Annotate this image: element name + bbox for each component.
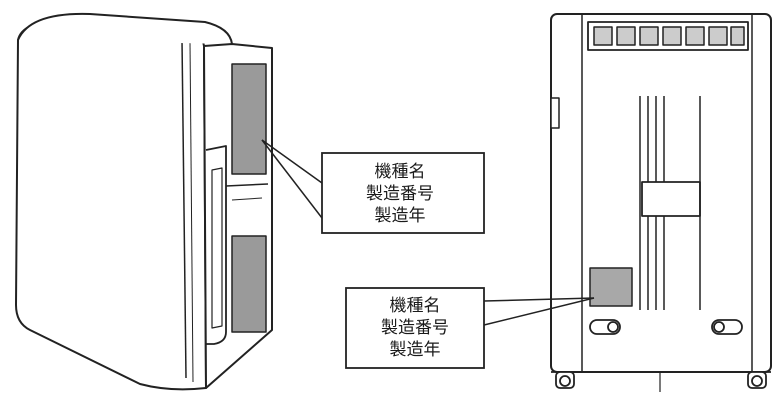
left-unit-lower-grille <box>231 235 267 333</box>
right-callout: 機種名 製造番号 製造年 <box>345 287 595 369</box>
left-unit-front-edge-inner <box>189 41 194 383</box>
left-callout-leader-bottom <box>261 139 323 219</box>
left-callout-line-2: 製造番号 <box>366 184 434 204</box>
left-unit-front-edge <box>181 39 187 379</box>
right-unit-label-patch <box>589 267 633 307</box>
right-unit <box>550 13 772 392</box>
right-callout-line-2: 製造番号 <box>381 318 449 338</box>
left-callout-leader-top <box>261 139 323 184</box>
left-unit-side-line-1 <box>225 183 269 187</box>
left-callout-box <box>321 152 485 234</box>
right-unit-drain-ports <box>589 319 743 335</box>
left-unit-handle <box>205 145 227 345</box>
left-unit-top <box>17 12 233 45</box>
right-callout-line-1: 機種名 <box>390 296 441 316</box>
left-unit-front-panel <box>15 19 207 391</box>
right-callout-leader-bottom <box>483 297 595 326</box>
right-unit-side-hook <box>550 97 560 129</box>
right-unit-base <box>551 371 771 392</box>
left-callout: 機種名 製造番号 製造年 <box>261 139 485 234</box>
right-unit-top-vent-slots <box>593 26 745 46</box>
right-unit-center-panel <box>641 181 701 217</box>
left-unit-handle-inner <box>211 167 223 329</box>
left-callout-line-3: 製造年 <box>375 206 426 226</box>
right-callout-box <box>345 287 485 369</box>
left-unit-side-line-2 <box>231 197 263 201</box>
right-callout-line-3: 製造年 <box>390 340 441 360</box>
left-callout-line-1: 機種名 <box>375 162 426 182</box>
left-unit-upper-grille <box>231 63 267 175</box>
left-unit <box>15 12 273 391</box>
right-callout-leader-top <box>483 297 595 302</box>
